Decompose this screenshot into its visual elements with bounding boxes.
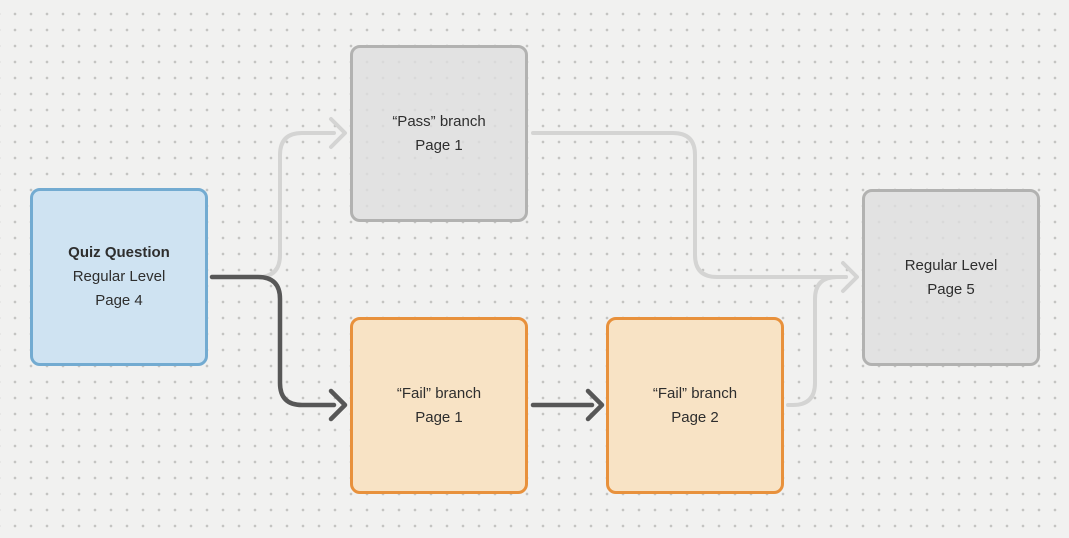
node-fail-branch-page-2[interactable]: “Fail” branch Page 2	[606, 317, 784, 494]
node-regular-level-page-5[interactable]: Regular Level Page 5	[862, 189, 1040, 366]
node-label-line: Page 2	[671, 408, 719, 426]
node-label-line: “Fail” branch	[396, 384, 482, 402]
connector-fail1-to-fail2[interactable]	[530, 388, 605, 422]
connector-quiz-to-pass1[interactable]	[210, 117, 347, 279]
node-label-line: “Pass” branch	[392, 112, 486, 130]
node-label-line: Page 1	[415, 136, 463, 154]
node-pass-branch-page-1[interactable]: “Pass” branch Page 1	[350, 45, 528, 222]
node-quiz-question[interactable]: Quiz Question Regular Level Page 4	[30, 188, 208, 366]
connector-fail2-to-page5[interactable]	[786, 275, 848, 407]
node-label-line: “Fail” branch	[652, 384, 738, 402]
node-label-line: Page 5	[927, 280, 975, 298]
node-fail-branch-page-1[interactable]: “Fail” branch Page 1	[350, 317, 528, 494]
node-label-line: Quiz Question	[68, 244, 170, 261]
node-label-line: Page 1	[415, 408, 463, 426]
node-label-line: Regular Level	[904, 256, 998, 274]
connector-quiz-to-fail1[interactable]	[209, 274, 348, 422]
connector-pass1-to-page5[interactable]	[531, 131, 859, 293]
node-label-line: Page 4	[95, 292, 143, 309]
node-label-line: Regular Level	[72, 268, 166, 285]
